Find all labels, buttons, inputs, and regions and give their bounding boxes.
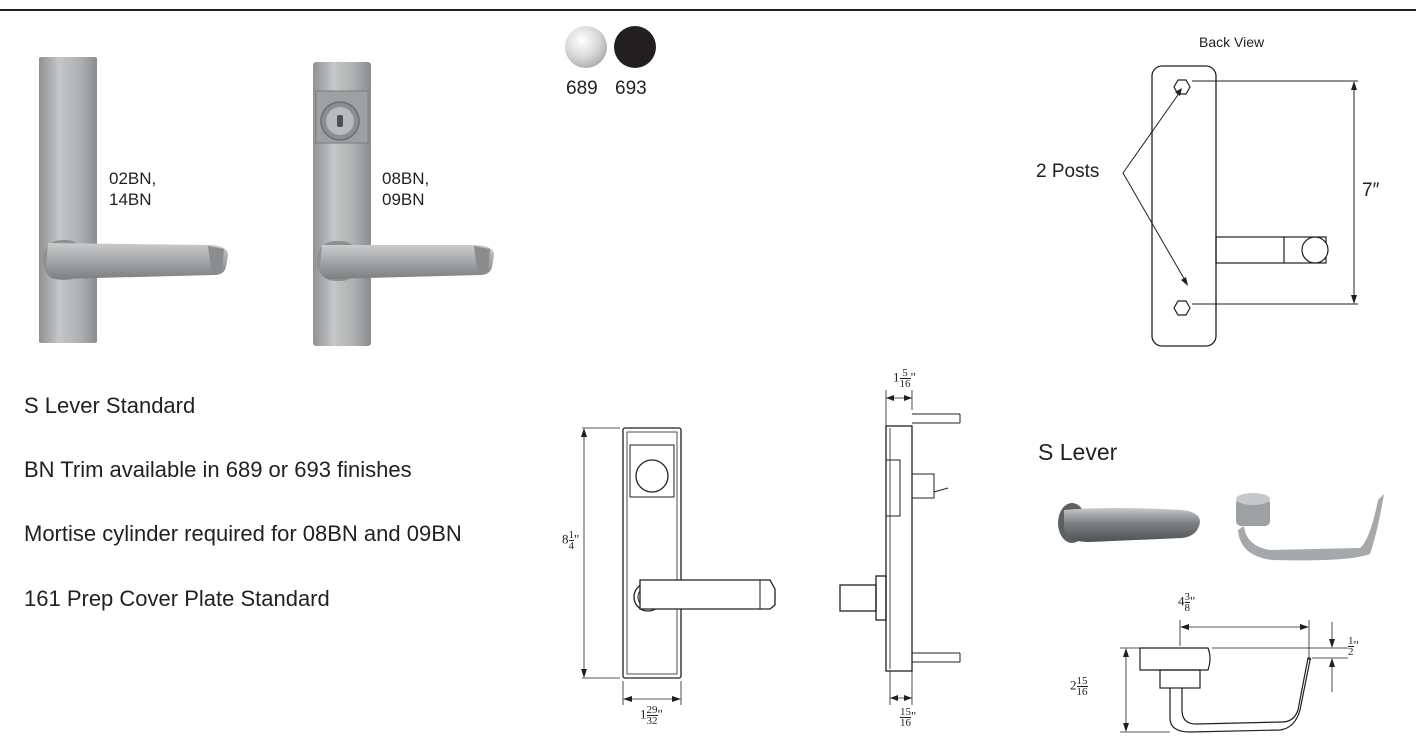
front-dimension-drawing: [581, 427, 776, 705]
dim-num: 5: [902, 367, 908, 379]
dim-whole: 4: [1178, 593, 1185, 609]
dim-whole: 1: [640, 706, 647, 722]
s-lever-photos: [1058, 493, 1384, 561]
note-cylinder: Mortise cylinder required for 08BN and 0…: [24, 521, 462, 546]
post-top-icon: [1173, 79, 1191, 95]
s-lever-front-icon: [1058, 503, 1200, 543]
note-finishes: BN Trim available in 689 or 693 finishes: [24, 457, 412, 482]
dim-den: 32: [646, 715, 658, 727]
dim-den: 16: [899, 378, 911, 390]
dim-den: 4: [568, 540, 574, 552]
trim-02bn-photo: [38, 55, 238, 345]
dim-num: 15: [900, 706, 911, 718]
dim-whole: 8: [562, 531, 569, 547]
note-cover-plate: 161 Prep Cover Plate Standard: [24, 586, 330, 611]
trim-08bn-photo: [312, 61, 512, 347]
finish-689-label: 689: [566, 78, 598, 99]
finish-swatch-icons: [565, 26, 656, 68]
finish-693-swatch: [614, 26, 656, 68]
s-lever-angled-icon: [1236, 493, 1384, 561]
posts-label: 2 Posts: [1036, 161, 1100, 182]
dim-den: 16: [1076, 686, 1088, 698]
back-view-drawing: [1122, 65, 1358, 347]
dim-whole: 2: [1070, 677, 1077, 693]
dim-den: 16: [900, 717, 911, 729]
trim-08bn-codes: 08BN, 09BN: [382, 168, 429, 210]
back-plate-outline: [1151, 65, 1217, 347]
dim-num: 29: [646, 704, 658, 716]
back-view-title: Back View: [1199, 34, 1265, 50]
s-lever-title: S Lever: [1038, 439, 1118, 465]
exit-trim-no-cylinder-icon: [39, 57, 228, 343]
dim-num: 15: [1076, 675, 1088, 687]
trim-02bn-codes: 02BN, 14BN: [109, 168, 156, 210]
post-bottom-icon: [1173, 300, 1191, 316]
dim-num: 3: [1184, 591, 1191, 603]
dim-den: 8: [1184, 602, 1190, 614]
dim-whole: 1: [893, 369, 900, 385]
back-height-label: 7″: [1362, 180, 1380, 201]
note-standard-lever: S Lever Standard: [24, 393, 196, 418]
code-line: 09BN: [382, 190, 425, 209]
code-line: 14BN: [109, 190, 152, 209]
exit-trim-with-cylinder-icon: [313, 62, 494, 346]
spec-notes: S Lever Standard BN Trim available in 68…: [24, 390, 504, 614]
finish-swatches: 689 693: [562, 24, 662, 99]
finish-689-swatch: [565, 26, 607, 68]
finish-693-label: 693: [615, 78, 647, 99]
dim-num: 1: [568, 529, 575, 541]
code-line: 08BN,: [382, 169, 430, 188]
side-dimension-drawing: [839, 390, 961, 705]
top-rule: [0, 9, 1416, 11]
code-line: 02BN,: [109, 169, 157, 188]
dim-num: 1: [1348, 635, 1354, 647]
s-lever-dimension-drawing: [1120, 620, 1348, 733]
dim-den: 2: [1348, 646, 1354, 658]
